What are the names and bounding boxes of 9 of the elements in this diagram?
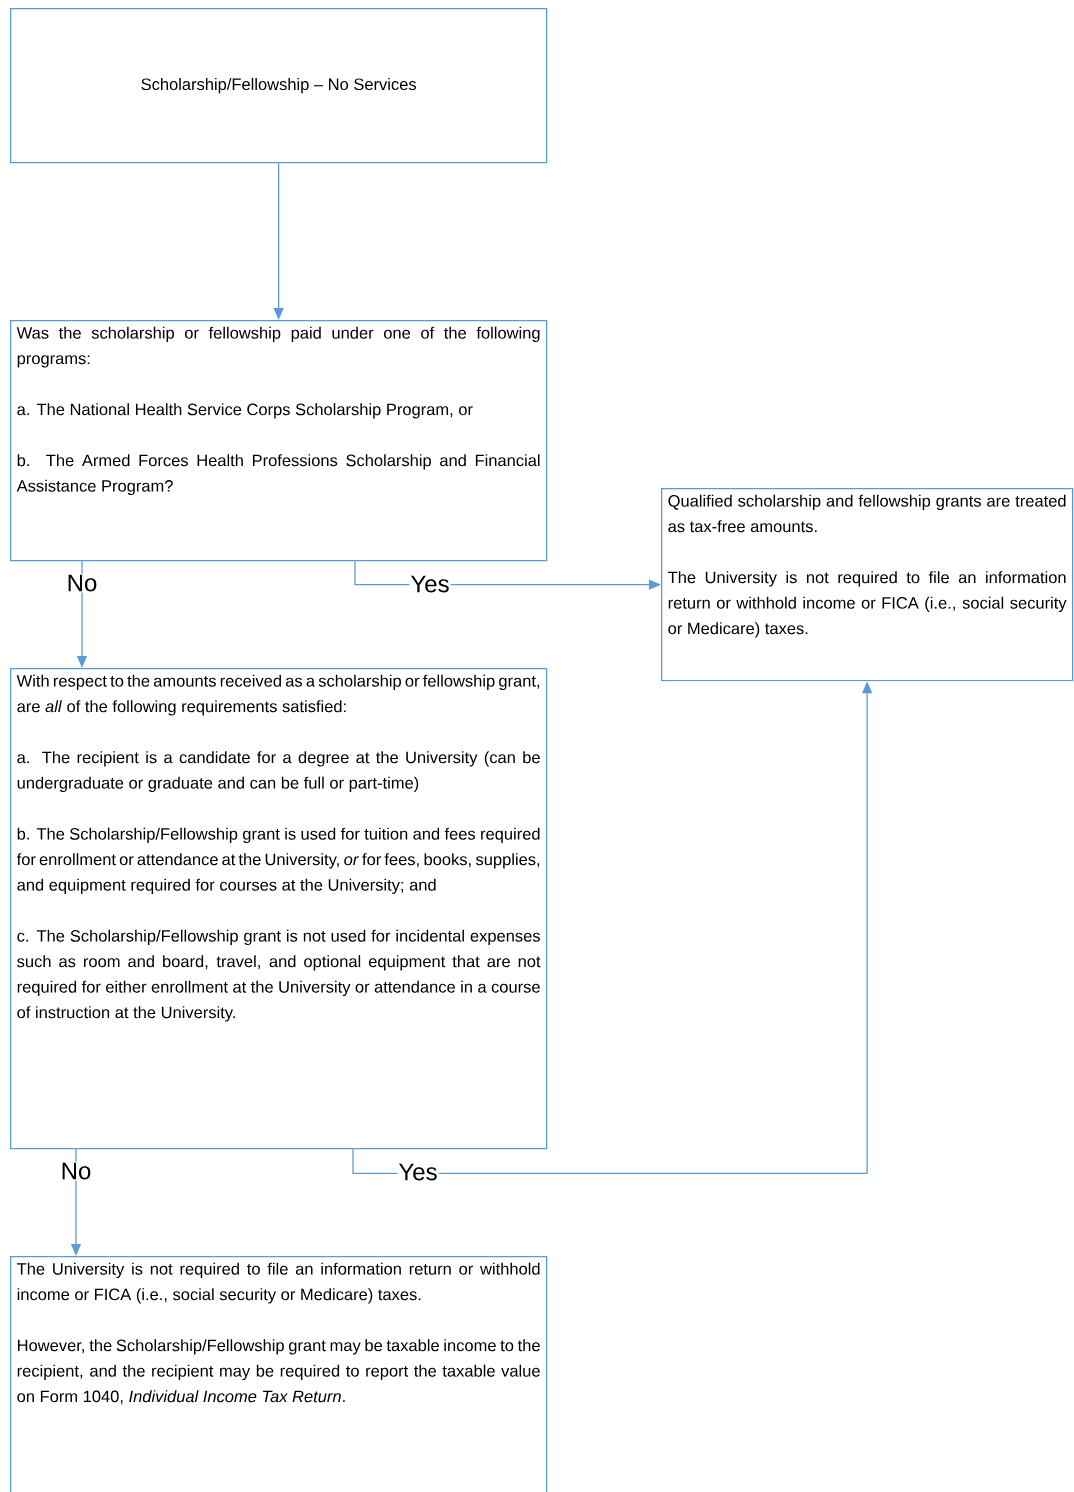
process-box: Was the scholarship or fellowship paid under one of the following programs: a. The National Health Service Corps Scholarship Program, or b. The Armed Forces Health Professions Scholarship and Financial Assistance Program? [10,320,548,562]
process-box: Qualified scholarship and fellowship grants are treated as tax-free amounts. The University is not required to file an information return or withhold income or FICA (i.e., social security or Medicare) taxes. [661,488,1074,682]
edge-label: No [59,1161,93,1181]
edge-label: Yes [409,574,451,594]
edge-label: No [65,573,99,593]
edge-label: Yes [397,1162,439,1182]
process-box: The University is not required to file an information return or withhold income or FICA (i.e., social security or Medicare) taxes. However, the Scholarship/Fellowship grant may be taxable income to the recipient, and the recipient may be required to report the taxable value on Form 1040, Individual Income Tax Return. [10,1256,548,1492]
process-box: With respect to the amounts received as a scholarship or fellowship grant, are all of the following requirements satisfied: a. The recipient is a candidate for a degree at the University (can be undergraduate or graduate and can be full or part-time) b. The Scholarship/Fellowship grant is used for tuition and fees required for enrollment or attendance at the University, or for fees, books, supplies, and equipment required for courses at the University; and c. The Scholarship/Fellowship grant is not used for incidental expenses such as room and board, travel, and optional equipment that are not required for either enrollment at the University or attendance in a course of instruction at the University. [10,668,548,1150]
process-box: Scholarship/Fellowship – No Services [10,8,548,164]
